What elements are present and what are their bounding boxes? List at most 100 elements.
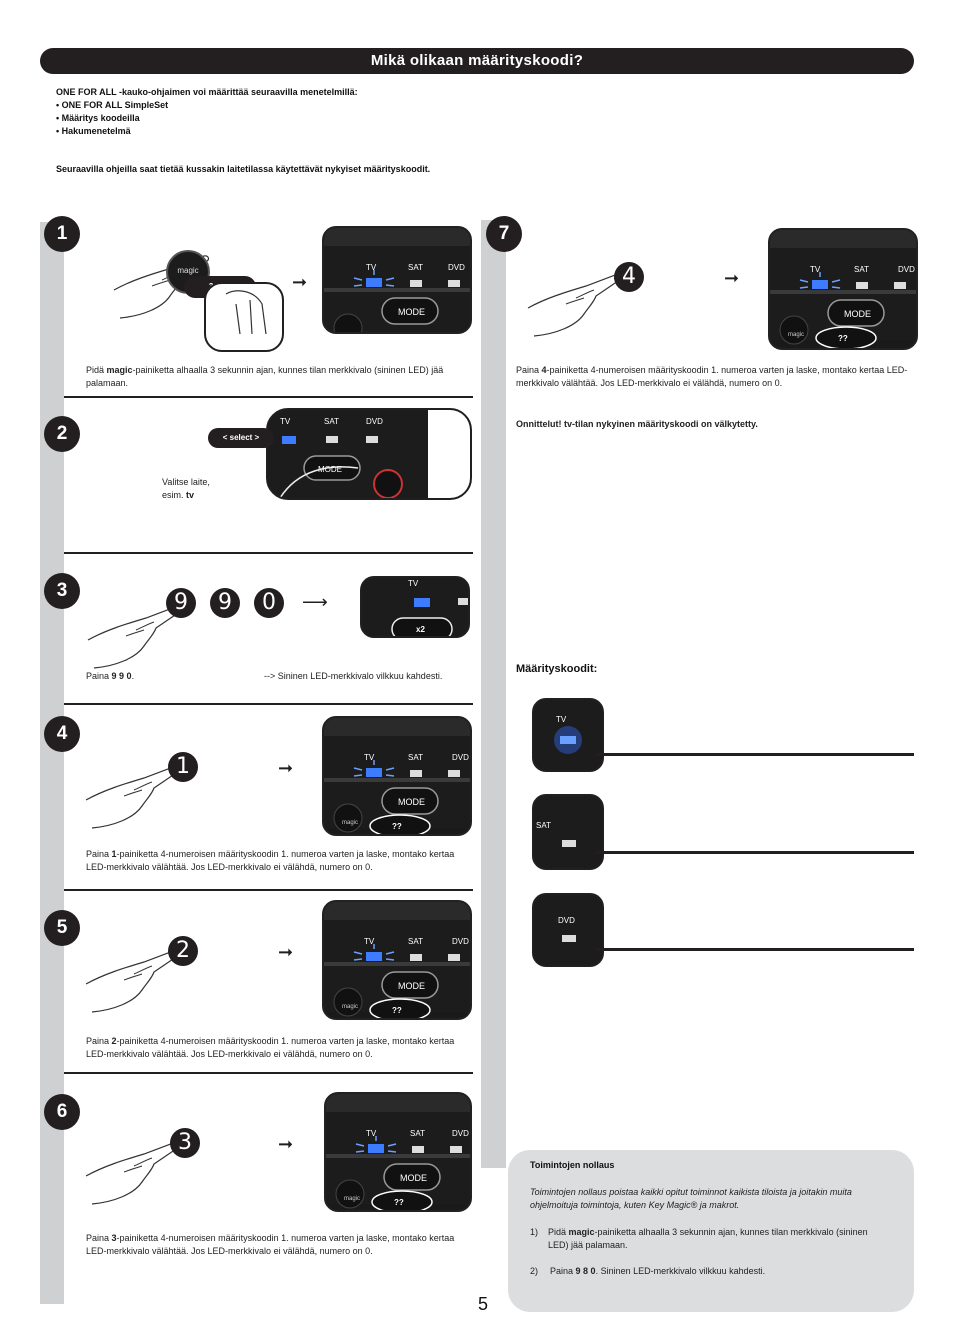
digit-button: 4 — [614, 262, 644, 292]
tv-label: TV — [364, 753, 375, 762]
intro-bullet: • Määritys koodeilla — [56, 113, 140, 123]
step-3-result-text: --> Sininen LED-merkkivalo vilkkuu kahde… — [264, 671, 443, 681]
magic-label: magic — [342, 1004, 358, 1010]
tv-label: TV — [810, 265, 821, 274]
divider — [64, 396, 473, 398]
reset-step-1: Pidä magic-painiketta alhaalla 3 sekunni… — [548, 1227, 868, 1250]
tv-label: TV — [364, 937, 375, 946]
remote-mode-illustration: TV SAT DVD MODE — [322, 226, 472, 334]
step-6-text: Paina 3-painiketta 4-numeroisen määritys… — [86, 1233, 455, 1256]
dvd-label: DVD — [452, 937, 469, 946]
step-3-text: Paina 9 9 0. — [86, 671, 135, 681]
sat-label: SAT — [408, 263, 423, 272]
arrow-icon: ➞ — [278, 1134, 294, 1154]
arrow-icon: ➞ — [292, 272, 308, 292]
reset-step-number: 1) — [530, 1227, 539, 1237]
step-number-7: 7 — [486, 216, 522, 252]
remote-count-illustration: TV SAT DVD MODE magic ?? — [768, 228, 918, 350]
digit-button: 9 — [166, 588, 196, 618]
remote-count-illustration: TV SAT DVD MODE magic ?? — [322, 716, 472, 836]
sat-label: SAT — [408, 753, 423, 762]
count-label: ?? — [838, 334, 848, 343]
page-number: 5 — [478, 1294, 489, 1314]
congrats-text: Onnittelut! tv-tilan nykyinen määritysko… — [516, 419, 758, 429]
intro-methods: ONE FOR ALL -kauko-ohjaimen voi määrittä… — [56, 86, 358, 138]
mode-label: MODE — [398, 981, 425, 991]
sat-label: SAT — [408, 937, 423, 946]
codes-heading: Määrityskoodit: — [516, 663, 598, 675]
count-label: ?? — [394, 1198, 404, 1207]
step-4-text: Paina 1-painiketta 4-numeroisen määritys… — [86, 849, 455, 872]
dvd-label: DVD — [452, 753, 469, 762]
mode-label: MODE — [400, 1173, 427, 1183]
step-7-text: Paina 4-painiketta 4-numeroisen määritys… — [516, 365, 908, 388]
magic-label: magic — [342, 820, 358, 826]
tv-mode-illustration: TV — [532, 698, 604, 772]
arrow-icon: ➞ — [278, 942, 294, 962]
dvd-label: DVD — [448, 263, 465, 272]
dvd-label: DVD — [366, 417, 383, 426]
step-number-5: 5 — [44, 910, 80, 946]
sat-mode-illustration: SAT — [532, 794, 604, 870]
remote-blink-illustration: TV x2 — [360, 576, 470, 638]
blink-count-label: x2 — [416, 625, 425, 634]
digit-button: 2 — [168, 936, 198, 966]
step-2-text: Valitse laite, esim. tv — [162, 477, 210, 500]
dvd-label: DVD — [898, 265, 915, 274]
digit-button: 3 — [170, 1128, 200, 1158]
remote-count-illustration: TV SAT DVD MODE magic ?? — [322, 900, 472, 1020]
tv-code-line — [596, 753, 914, 756]
divider — [64, 889, 473, 891]
arrow-icon: ⟶ — [302, 592, 328, 612]
divider — [64, 1072, 473, 1074]
intro-bullet: • ONE FOR ALL SimpleSet — [56, 100, 169, 110]
select-badge: < select > — [208, 428, 274, 448]
hand-press-illustration — [204, 282, 284, 352]
step-number-1: 1 — [44, 216, 80, 252]
tv-label: TV — [280, 417, 291, 426]
reset-description: Toimintojen nollaus poistaa kaikki opitu… — [530, 1187, 852, 1210]
sat-label: SAT — [854, 265, 869, 274]
tv-label: TV — [556, 715, 567, 724]
magic-label: magic — [788, 332, 804, 338]
step-number-4: 4 — [44, 716, 80, 752]
page-title: Mikä olikaan määrityskoodi? — [40, 48, 914, 74]
digit-button: 9 — [210, 588, 240, 618]
intro-bullet: • Hakumenetelmä — [56, 126, 131, 136]
tv-label: TV — [366, 263, 377, 272]
hand-illustration — [85, 1141, 182, 1205]
reset-step-2: Paina 9 8 0. Sininen LED-merkkivalo vilk… — [550, 1266, 766, 1276]
step-number-3: 3 — [44, 573, 80, 609]
tv-label: TV — [408, 579, 419, 588]
count-label: ?? — [392, 1006, 402, 1015]
step-number-2: 2 — [44, 416, 80, 452]
mode-label: MODE — [398, 307, 425, 317]
arrow-icon: ➞ — [278, 758, 294, 778]
remote-select-illustration: TV SAT DVD MODE — [266, 408, 472, 500]
step-1-text: Pidä magic-painiketta alhaalla 3 sekunni… — [86, 365, 444, 388]
magic-label: magic — [344, 1196, 360, 1202]
step-number-6: 6 — [44, 1094, 80, 1130]
divider — [64, 703, 473, 705]
sat-label: SAT — [324, 417, 339, 426]
mode-label: MODE — [398, 797, 425, 807]
count-label: ?? — [392, 822, 402, 831]
arrow-icon: ➞ — [724, 268, 740, 288]
reset-title: Toimintojen nollaus — [530, 1160, 615, 1170]
mode-label: MODE — [318, 465, 342, 474]
dvd-mode-illustration: DVD — [532, 893, 604, 967]
digit-button: 1 — [168, 752, 198, 782]
dvd-label: DVD — [558, 916, 575, 925]
reset-box: Toimintojen nollaus Toimintojen nollaus … — [508, 1150, 914, 1312]
divider — [64, 552, 473, 554]
mode-label: MODE — [844, 309, 871, 319]
reset-step-number: 2) — [530, 1266, 539, 1276]
intro-line: ONE FOR ALL -kauko-ohjaimen voi määrittä… — [56, 87, 358, 97]
remote-count-illustration: TV SAT DVD MODE magic ?? — [324, 1092, 472, 1212]
intro-instruction: Seuraavilla ohjeilla saat tietää kussaki… — [56, 164, 431, 174]
dvd-code-line — [596, 948, 914, 951]
sat-label: SAT — [536, 821, 551, 830]
digit-button: 0 — [254, 588, 284, 618]
dvd-label: DVD — [452, 1129, 469, 1138]
left-column-bar — [40, 222, 64, 1304]
